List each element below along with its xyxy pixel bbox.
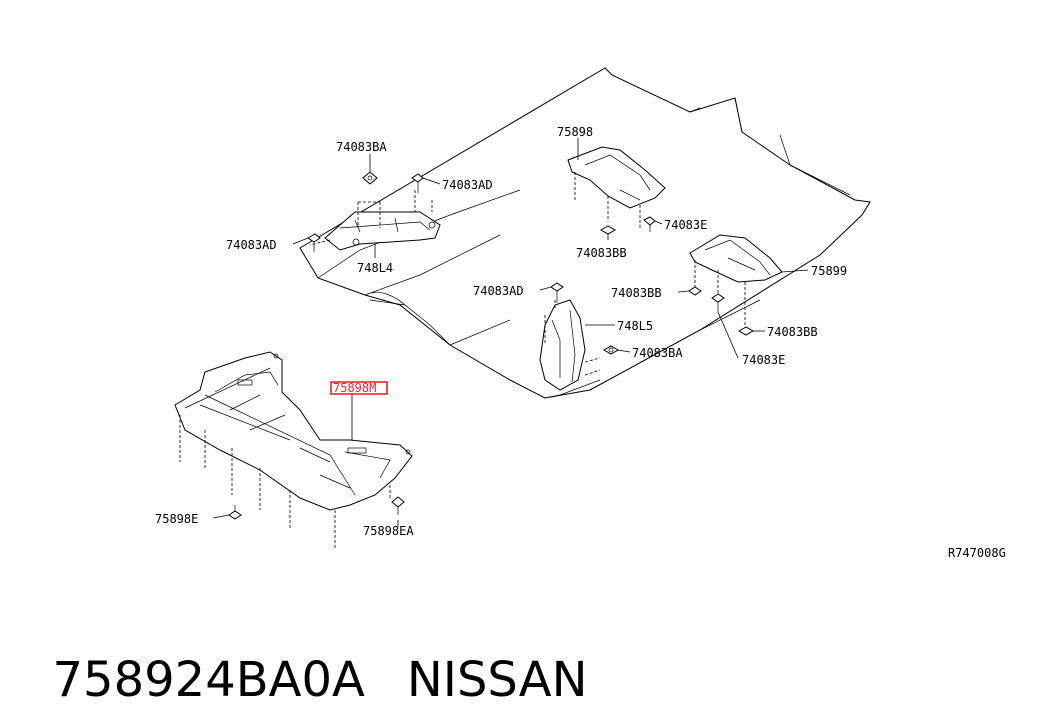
label-74083BB-right: 74083BB	[767, 325, 818, 339]
caption-brand: NISSAN	[406, 652, 588, 708]
label-748L5: 748L5	[617, 319, 653, 333]
bracket-748L5	[539, 299, 601, 391]
clip-74083BB-right	[737, 326, 755, 336]
bolt-74083AD-top	[411, 173, 424, 193]
clip-74083BA-mid	[602, 345, 620, 355]
clip-74083BB-mid2	[688, 286, 702, 296]
label-74083BA-top: 74083BA	[336, 140, 387, 154]
parts-diagram: 74083BA 74083AD 74083AD 748L4 75898 7408…	[155, 67, 1006, 560]
label-74083AD-mid: 74083AD	[473, 284, 524, 298]
highlight-box-75898M	[330, 381, 388, 395]
label-74083BB-mid: 74083BB	[576, 246, 627, 260]
label-748L4: 748L4	[357, 261, 393, 275]
clip-74083BA-top	[362, 171, 378, 185]
label-74083BB-mid2: 74083BB	[611, 286, 662, 300]
caption-part-number: 758924BA0A	[52, 652, 365, 708]
bolt-74083AD-mid	[550, 282, 564, 303]
clip-74083BB-mid	[599, 225, 617, 235]
label-75898EA: 75898EA	[363, 524, 414, 538]
bolt-75898E	[228, 505, 242, 520]
bolt-74083AD-left	[307, 233, 321, 252]
panel-75899	[689, 234, 783, 325]
caption: 758924BA0A NISSAN	[22, 596, 588, 708]
leader-lines	[212, 138, 809, 527]
clip-75898EA	[391, 496, 405, 515]
label-74083E-top: 74083E	[664, 218, 707, 232]
label-74083AD-top: 74083AD	[442, 178, 493, 192]
label-75899: 75899	[811, 264, 847, 278]
bolt-74083E-top	[643, 216, 656, 232]
bolt-74083E-right	[711, 293, 725, 312]
reference-code: R747008G	[948, 546, 1006, 560]
label-74083BA-mid: 74083BA	[632, 346, 683, 360]
label-74083AD-left: 74083AD	[226, 238, 277, 252]
bracket-748L4	[309, 190, 441, 251]
label-75898E: 75898E	[155, 512, 198, 526]
label-74083E-right: 74083E	[742, 353, 785, 367]
label-75898: 75898	[557, 125, 593, 139]
label-75898M: 75898M	[333, 381, 376, 395]
panel-75898	[567, 146, 666, 228]
under-cover-75898M	[174, 351, 413, 550]
